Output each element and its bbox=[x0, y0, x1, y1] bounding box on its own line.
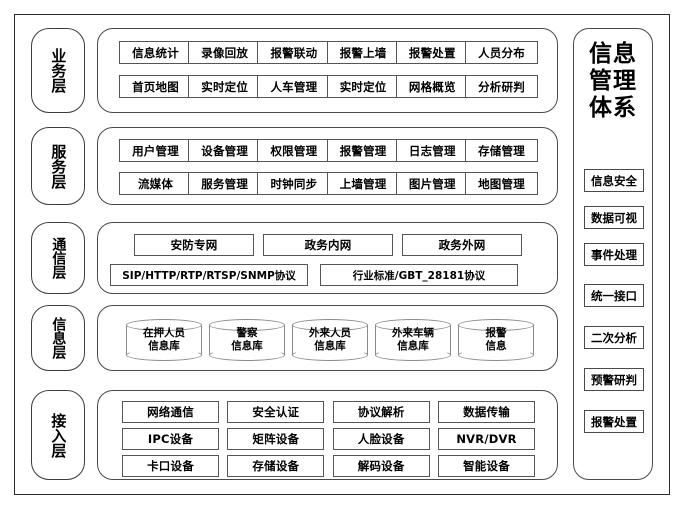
business-item-shouyeditu[interactable]: 首页地图 bbox=[119, 75, 192, 98]
access-item-zhinengshebei[interactable]: 智能设备 bbox=[438, 455, 535, 477]
db-label-line1: 在押人员 bbox=[143, 326, 185, 339]
layer-label-service: 服务层 bbox=[31, 127, 85, 205]
side-panel-container: 信息 管理 体系 信息安全 数据可视 事件处理 统一接口 二次分析 预警研判 报… bbox=[573, 28, 653, 480]
layer-label-communication-text: 通信层 bbox=[50, 237, 67, 279]
layer-label-access: 接入层 bbox=[31, 390, 85, 480]
access-layer-container: 网络通信 安全认证 协议解析 数据传输 IPC设备 矩阵设备 人脸设备 NVR/… bbox=[97, 390, 558, 480]
db-label-line1: 报警 bbox=[485, 326, 507, 339]
database-cylinder-label: 外来人员 信息库 bbox=[292, 319, 368, 361]
access-item-cunchushebei[interactable]: 存储设备 bbox=[227, 455, 325, 477]
side-item-baojingchuzhi[interactable]: 报警处置 bbox=[584, 410, 644, 433]
business-item-xinxitongji[interactable]: 信息统计 bbox=[119, 41, 192, 64]
side-item-yujingyanpan[interactable]: 预警研判 bbox=[584, 368, 644, 391]
side-panel-title-line1: 信息 bbox=[589, 41, 637, 67]
db-label-line2: 信息库 bbox=[314, 340, 346, 352]
side-item-tongyijiekou[interactable]: 统一接口 bbox=[584, 284, 644, 307]
cylinder-bottom-ellipse bbox=[375, 349, 451, 361]
access-item-jiemashebei[interactable]: 解码设备 bbox=[332, 455, 430, 477]
database-cylinder-label: 报警 信息 bbox=[458, 319, 534, 361]
access-item-ipc-device[interactable]: IPC设备 bbox=[122, 428, 219, 450]
access-item-renlianshebei[interactable]: 人脸设备 bbox=[332, 428, 430, 450]
access-item-wangluotongxin[interactable]: 网络通信 bbox=[122, 401, 219, 423]
access-item-nvr-dvr[interactable]: NVR/DVR bbox=[438, 428, 535, 450]
information-layer-container: 在押人员 信息库 警察 信息库 外来人员 信息库 bbox=[97, 305, 558, 371]
communication-protocol-sip[interactable]: SIP/HTTP/RTP/RTSP/SNMP协议 bbox=[110, 264, 308, 286]
side-panel-title: 信息 管理 体系 bbox=[574, 41, 652, 122]
business-item-baojingchuzhi[interactable]: 报警处置 bbox=[395, 41, 469, 64]
layer-label-information: 信息层 bbox=[31, 305, 85, 371]
business-item-renchengguanli[interactable]: 人车管理 bbox=[257, 75, 331, 98]
database-cylinder-visitor[interactable]: 外来人员 信息库 bbox=[292, 319, 368, 361]
side-panel-title-line3: 体系 bbox=[589, 95, 637, 122]
service-item-shangqiangguanli[interactable]: 上墙管理 bbox=[326, 172, 400, 195]
business-item-shishidingwei-1[interactable]: 实时定位 bbox=[188, 75, 262, 98]
side-panel-title-line2: 管理 bbox=[589, 68, 637, 95]
service-item-shebeiguanli[interactable]: 设备管理 bbox=[188, 139, 262, 162]
db-label-line2: 信息库 bbox=[397, 340, 429, 352]
cylinder-bottom-ellipse bbox=[292, 349, 368, 361]
business-item-renyuanfenbu[interactable]: 人员分布 bbox=[465, 41, 538, 64]
db-label-line1: 警察 bbox=[236, 326, 258, 339]
service-item-baojingguanli[interactable]: 报警管理 bbox=[326, 139, 400, 162]
database-cylinder-police[interactable]: 警察 信息库 bbox=[209, 319, 285, 361]
side-item-shijianchuli[interactable]: 事件处理 bbox=[584, 243, 644, 266]
layer-label-information-text: 信息层 bbox=[50, 317, 67, 359]
db-label-line1: 外来车辆 bbox=[392, 326, 434, 339]
cylinder-top-ellipse bbox=[375, 319, 451, 331]
db-label-line2: 信息 bbox=[485, 340, 507, 352]
business-item-fenxiyanpan[interactable]: 分析研判 bbox=[465, 75, 538, 98]
service-layer-container: 用户管理 设备管理 权限管理 报警管理 日志管理 存储管理 流媒体 服务管理 时… bbox=[97, 127, 558, 205]
database-cylinder-label: 在押人员 信息库 bbox=[126, 319, 202, 361]
service-item-tupianguanli[interactable]: 图片管理 bbox=[395, 172, 469, 195]
layer-label-business: 业务层 bbox=[31, 28, 85, 113]
business-item-baojingliandong[interactable]: 报警联动 bbox=[257, 41, 331, 64]
access-item-anquanrenzheng[interactable]: 安全认证 bbox=[227, 401, 325, 423]
service-item-yonghuguanli[interactable]: 用户管理 bbox=[119, 139, 192, 162]
db-label-line2: 信息库 bbox=[148, 340, 180, 352]
business-layer-container: 信息统计 录像回放 报警联动 报警上墙 报警处置 人员分布 首页地图 实时定位 … bbox=[97, 28, 558, 113]
business-item-shishidingwei-2[interactable]: 实时定位 bbox=[326, 75, 400, 98]
database-cylinder-alarm[interactable]: 报警 信息 bbox=[458, 319, 534, 361]
side-item-shujukeshi[interactable]: 数据可视 bbox=[584, 206, 644, 229]
service-item-dituguanli[interactable]: 地图管理 bbox=[465, 172, 538, 195]
communication-network-zhengwuwaiwang[interactable]: 政务外网 bbox=[402, 234, 522, 256]
service-item-rizhiguanli[interactable]: 日志管理 bbox=[395, 139, 469, 162]
communication-layer-container: 安防专网 政务内网 政务外网 SIP/HTTP/RTP/RTSP/SNMP协议 … bbox=[97, 222, 558, 294]
communication-protocol-gbt28181[interactable]: 行业标准/GBT_28181协议 bbox=[320, 264, 518, 286]
layer-label-communication: 通信层 bbox=[31, 222, 85, 294]
side-item-xinxianquan[interactable]: 信息安全 bbox=[584, 169, 644, 192]
database-cylinder-label: 外来车辆 信息库 bbox=[375, 319, 451, 361]
cylinder-top-ellipse bbox=[292, 319, 368, 331]
access-item-shujuchuanshu[interactable]: 数据传输 bbox=[438, 401, 535, 423]
service-item-liumeiti[interactable]: 流媒体 bbox=[119, 172, 192, 195]
db-label-line2: 信息库 bbox=[231, 340, 263, 352]
cylinder-top-ellipse bbox=[209, 319, 285, 331]
access-item-kakoushebei[interactable]: 卡口设备 bbox=[122, 455, 219, 477]
service-item-shizhongtongbu[interactable]: 时钟同步 bbox=[257, 172, 331, 195]
business-item-wanggegailan[interactable]: 网格概览 bbox=[395, 75, 469, 98]
database-cylinder-visitor-vehicle[interactable]: 外来车辆 信息库 bbox=[375, 319, 451, 361]
cylinder-top-ellipse bbox=[126, 319, 202, 331]
communication-network-zhengwuneiwang[interactable]: 政务内网 bbox=[263, 234, 393, 256]
communication-network-anfangzhuanwang[interactable]: 安防专网 bbox=[134, 234, 254, 256]
layer-label-service-text: 服务层 bbox=[49, 143, 68, 189]
business-item-luxianghuifang[interactable]: 录像回放 bbox=[188, 41, 262, 64]
database-cylinder-label: 警察 信息库 bbox=[209, 319, 285, 361]
db-label-line1: 外来人员 bbox=[309, 326, 351, 339]
service-item-fuwuguanli[interactable]: 服务管理 bbox=[188, 172, 262, 195]
access-item-juzhenshebei[interactable]: 矩阵设备 bbox=[227, 428, 325, 450]
cylinder-bottom-ellipse bbox=[126, 349, 202, 361]
access-item-xieyijiexi[interactable]: 协议解析 bbox=[332, 401, 430, 423]
side-item-erciFenxi[interactable]: 二次分析 bbox=[584, 326, 644, 349]
database-cylinder-detainee[interactable]: 在押人员 信息库 bbox=[126, 319, 202, 361]
cylinder-top-ellipse bbox=[458, 319, 534, 331]
business-item-baojingshangqiang[interactable]: 报警上墙 bbox=[326, 41, 400, 64]
service-item-quanxianguanli[interactable]: 权限管理 bbox=[257, 139, 331, 162]
cylinder-bottom-ellipse bbox=[458, 349, 534, 361]
layer-label-business-text: 业务层 bbox=[49, 48, 68, 93]
layer-label-access-text: 接入层 bbox=[49, 412, 68, 458]
cylinder-bottom-ellipse bbox=[209, 349, 285, 361]
service-item-cunchuguanli[interactable]: 存储管理 bbox=[465, 139, 538, 162]
